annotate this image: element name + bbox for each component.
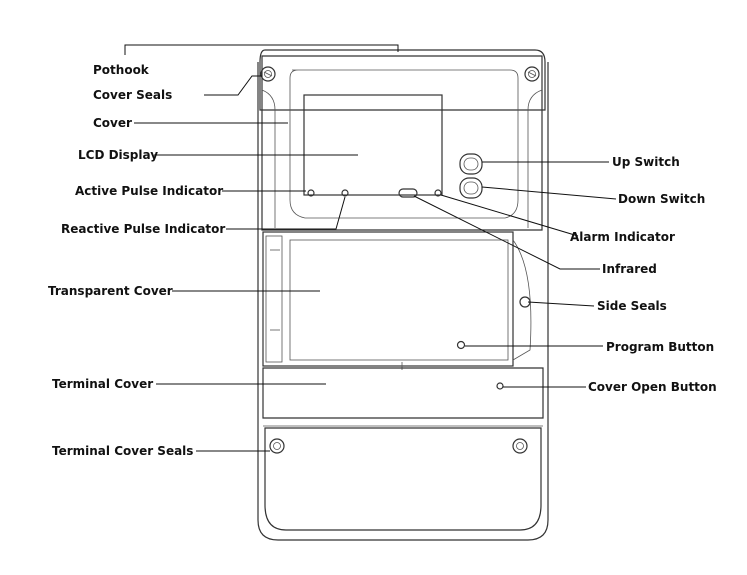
label-infrared: Infrared: [602, 262, 657, 276]
front-panel: [289, 69, 519, 219]
terminal-seal-screw-right: [512, 438, 528, 454]
label-cover-open-button: Cover Open Button: [588, 380, 717, 394]
label-active-pulse: Active Pulse Indicator: [75, 184, 223, 198]
right-shoulder: [527, 89, 543, 228]
terminal-cover-upper: [262, 367, 544, 419]
program-button: [456, 340, 466, 350]
label-cover-seals: Cover Seals: [93, 88, 172, 102]
terminal-cover-lower: [264, 427, 542, 531]
label-pothook: Pothook: [93, 63, 150, 77]
label-alarm-indicator: Alarm Indicator: [570, 230, 675, 244]
terminal-cover: [262, 367, 544, 531]
label-up-switch: Up Switch: [612, 155, 680, 169]
leader-side-seals: [527, 301, 595, 307]
label-program-button: Program Button: [606, 340, 714, 354]
back-plate: [257, 62, 549, 541]
label-reactive-pulse: Reactive Pulse Indicator: [61, 222, 225, 236]
cover-open-button: [496, 382, 504, 390]
active-pulse-led: [307, 189, 315, 197]
upper-cover: [261, 55, 543, 231]
leader-cover-seals: [204, 75, 262, 96]
lcd-display: [303, 94, 443, 196]
left-shoulder: [261, 89, 276, 228]
up-switch-inner: [463, 157, 479, 171]
leader-pothook: [124, 44, 399, 55]
cover-seal-screw-left: [260, 66, 276, 82]
transparent-cover-frame: [262, 231, 514, 367]
labels: Pothook Cover Seals Cover LCD Display Ac…: [48, 63, 717, 458]
side-bulge: [512, 239, 532, 361]
up-switch: [459, 153, 483, 175]
leader-down-switch: [481, 186, 617, 200]
down-switch: [459, 177, 483, 199]
infrared-port: [398, 188, 418, 198]
down-switch-inner: [463, 181, 479, 195]
label-lcd-display: LCD Display: [78, 148, 158, 162]
alarm-led: [434, 189, 442, 197]
leader-lines: [124, 44, 617, 452]
leader-alarm: [440, 194, 579, 237]
leader-infrared: [413, 195, 600, 270]
meter-housing: [257, 49, 549, 541]
reactive-pulse-led: [341, 189, 349, 197]
transparent-cover-window: [289, 239, 509, 361]
hinge-strip: [265, 235, 283, 363]
leader-reactive-pulse: [226, 196, 346, 230]
transparent-cover: [262, 231, 532, 370]
label-down-switch: Down Switch: [618, 192, 705, 206]
label-terminal-cover: Terminal Cover: [52, 377, 153, 391]
label-transparent-cover: Transparent Cover: [48, 284, 173, 298]
pothook: [259, 49, 546, 111]
terminal-seal-screw-left: [269, 438, 285, 454]
label-cover: Cover: [93, 116, 132, 130]
cover-seal-screw-right: [524, 66, 540, 82]
label-side-seals: Side Seals: [597, 299, 667, 313]
label-terminal-cover-seals: Terminal Cover Seals: [52, 444, 193, 458]
